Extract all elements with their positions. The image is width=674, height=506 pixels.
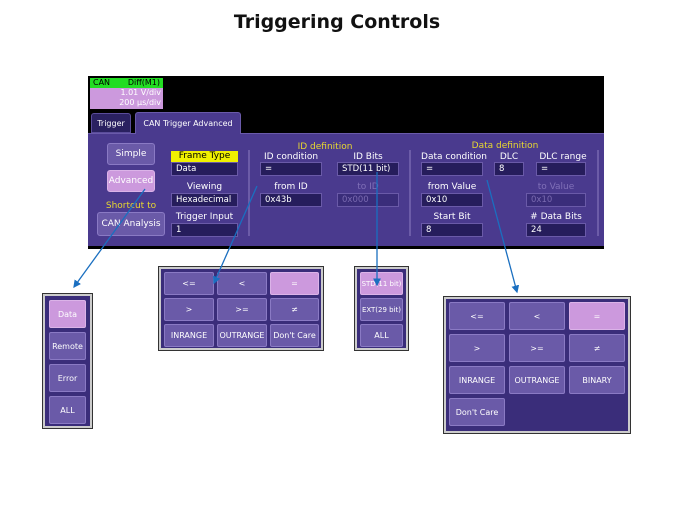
id-condition-field[interactable]: = [260, 162, 322, 176]
trigger-input-field[interactable]: 1 [171, 223, 238, 237]
to-value-label: to Value [537, 182, 575, 192]
frame-type-field[interactable]: Data [171, 162, 238, 176]
channel-vdiv: 1.01 V/div [120, 88, 161, 97]
dlc-label: DLC [499, 152, 519, 162]
id-bits-option[interactable]: ALL [360, 324, 403, 347]
from-id-label: from ID [274, 182, 308, 192]
page-title: Triggering Controls [233, 11, 441, 33]
id-condition-option[interactable]: <= [164, 272, 214, 295]
divider [597, 150, 599, 236]
id-condition-option[interactable]: ≠ [270, 298, 319, 321]
dlc-range-label: DLC range [539, 152, 587, 162]
id-condition-popup: <= < = > >= ≠ INRANGE OUTRANGE Don't Car… [158, 266, 324, 351]
data-condition-option[interactable]: BINARY [569, 366, 625, 394]
id-bits-popup: STD(11 bit) EXT(29 bit) ALL [354, 266, 409, 351]
frame-type-label: Frame Type [171, 151, 238, 162]
data-definition-header: Data definition [471, 141, 539, 151]
divider [409, 150, 411, 236]
to-id-label: to ID [357, 182, 379, 192]
channel-source: Diff(M1) [127, 78, 160, 87]
data-condition-option[interactable]: > [449, 334, 505, 362]
dlc-range-field[interactable]: = [536, 162, 586, 176]
id-condition-label: ID condition [263, 152, 319, 162]
data-condition-label: Data condition [421, 152, 487, 162]
data-condition-option[interactable]: OUTRANGE [509, 366, 565, 394]
simple-button[interactable]: Simple [107, 143, 155, 165]
can-analysis-button[interactable]: CAN Analysis [97, 212, 165, 236]
frame-type-option[interactable]: Remote [49, 332, 86, 360]
data-condition-option[interactable]: <= [449, 302, 505, 330]
shortcut-label: Shortcut to [105, 201, 157, 211]
frame-type-popup: Data Remote Error ALL [42, 293, 93, 429]
frame-type-option[interactable]: Data [49, 300, 86, 328]
to-value-field: 0x10 [526, 193, 586, 207]
id-condition-option[interactable]: < [217, 272, 267, 295]
id-bits-option[interactable]: STD(11 bit) [360, 272, 403, 295]
id-definition-header: ID definition [297, 142, 353, 152]
data-condition-field[interactable]: = [421, 162, 483, 176]
data-condition-option[interactable]: >= [509, 334, 565, 362]
to-id-field: 0x000 [337, 193, 399, 207]
tab-trigger[interactable]: Trigger [91, 113, 131, 133]
id-condition-option[interactable]: > [164, 298, 214, 321]
id-bits-option[interactable]: EXT(29 bit) [360, 298, 403, 321]
from-id-field[interactable]: 0x43b [260, 193, 322, 207]
from-value-label: from Value [427, 182, 477, 192]
data-condition-popup: <= < = > >= ≠ INRANGE OUTRANGE BINARY Do… [443, 296, 631, 434]
data-condition-option[interactable]: < [509, 302, 565, 330]
start-bit-field[interactable]: 8 [421, 223, 483, 237]
id-condition-option[interactable]: = [270, 272, 319, 295]
advanced-button[interactable]: Advanced [107, 170, 155, 192]
data-condition-option[interactable]: INRANGE [449, 366, 505, 394]
num-data-bits-field[interactable]: 24 [526, 223, 586, 237]
tab-can-trigger-advanced[interactable]: CAN Trigger Advanced [135, 112, 241, 134]
from-value-field[interactable]: 0x10 [421, 193, 483, 207]
trigger-input-label: Trigger Input [175, 212, 234, 222]
frame-type-option[interactable]: Error [49, 364, 86, 392]
id-bits-label: ID Bits [353, 152, 383, 162]
divider [248, 150, 250, 236]
id-condition-option[interactable]: INRANGE [164, 324, 214, 347]
id-condition-option[interactable]: OUTRANGE [217, 324, 267, 347]
channel-tdiv: 200 µs/div [119, 98, 161, 107]
dlc-field[interactable]: 8 [494, 162, 524, 176]
viewing-field[interactable]: Hexadecimal [171, 193, 238, 207]
data-condition-option[interactable]: ≠ [569, 334, 625, 362]
channel-descriptor[interactable]: CAN Diff(M1) 1.01 V/div 200 µs/div [90, 78, 163, 109]
id-condition-option[interactable]: Don't Care [270, 324, 319, 347]
viewing-label: Viewing [186, 182, 223, 192]
start-bit-label: Start Bit [433, 212, 471, 222]
channel-name: CAN [93, 78, 111, 87]
num-data-bits-label: # Data Bits [530, 212, 582, 222]
data-condition-option[interactable]: = [569, 302, 625, 330]
frame-type-option[interactable]: ALL [49, 396, 86, 424]
id-condition-option[interactable]: >= [217, 298, 267, 321]
data-condition-option[interactable]: Don't Care [449, 398, 505, 426]
id-bits-field[interactable]: STD(11 bit) [337, 162, 399, 176]
